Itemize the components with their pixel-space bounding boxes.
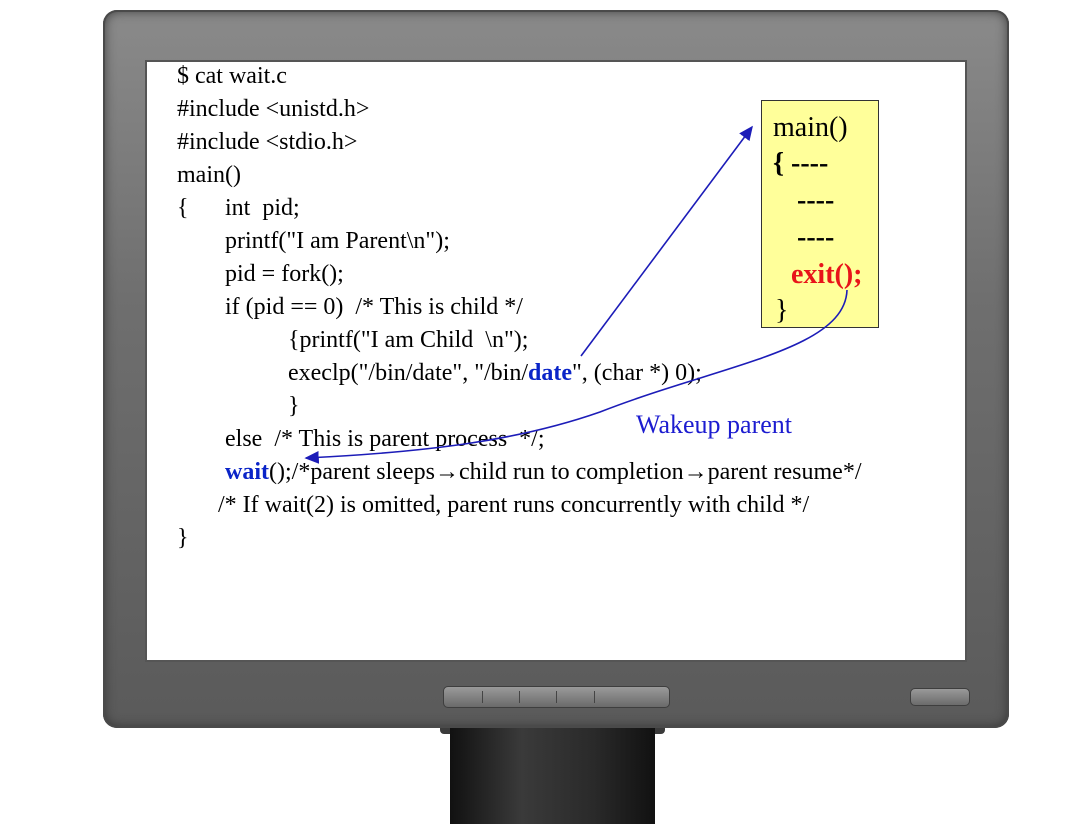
code-line: $ cat wait.c: [177, 63, 287, 89]
arrow-glyph: →: [434, 459, 459, 485]
box-line: }: [775, 295, 789, 326]
code-text: ();/*parent sleeps: [269, 459, 435, 485]
code-listing: $ cat wait.c #include <unistd.h> #includ…: [0, 0, 862, 551]
code-line: int pid;: [225, 195, 300, 221]
code-line-execlp: execlp("/bin/date", "/bin/date", (char *…: [288, 360, 702, 386]
code-line: if (pid == 0) /* This is child */: [225, 294, 523, 320]
monitor-stand: [450, 728, 655, 824]
code-line: }: [288, 393, 300, 419]
code-line: main(): [177, 162, 241, 188]
code-line-wait: wait();/*parent sleeps→child run to comp…: [225, 459, 862, 485]
code-line: else /* This is parent process */;: [225, 426, 545, 452]
code-line-brace: {: [177, 195, 189, 221]
box-line: main(): [773, 112, 848, 143]
wakeup-parent-label: Wakeup parent: [636, 410, 792, 439]
code-line: {printf("I am Child \n");: [288, 327, 529, 353]
code-text: child run to completion: [458, 459, 684, 485]
code-line: /* If wait(2) is omitted, parent runs co…: [218, 492, 810, 518]
box-line: { ----: [773, 148, 829, 179]
code-line: pid = fork();: [225, 261, 344, 287]
exit-call: exit();: [791, 259, 863, 290]
date-keyword: date: [528, 360, 572, 386]
box-line: ----: [797, 222, 835, 253]
exec-arrow: [580, 125, 753, 357]
arrow-glyph: →: [683, 459, 708, 485]
code-line: #include <stdio.h>: [177, 129, 358, 155]
monitor-button-strip: [443, 686, 670, 708]
child-program-box: main() { ---- ---- ---- exit(); }: [761, 100, 879, 328]
wakeup-arrow: [304, 289, 848, 464]
code-text: execlp("/bin/date", "/bin/: [288, 360, 528, 386]
box-line: ----: [797, 185, 835, 216]
wait-keyword: wait: [225, 459, 269, 485]
code-line: printf("I am Parent\n");: [225, 228, 450, 254]
code-line: }: [177, 525, 189, 551]
code-text: parent resume*/: [707, 459, 862, 485]
code-line: #include <unistd.h>: [177, 96, 370, 122]
monitor-power-button: [910, 688, 970, 706]
